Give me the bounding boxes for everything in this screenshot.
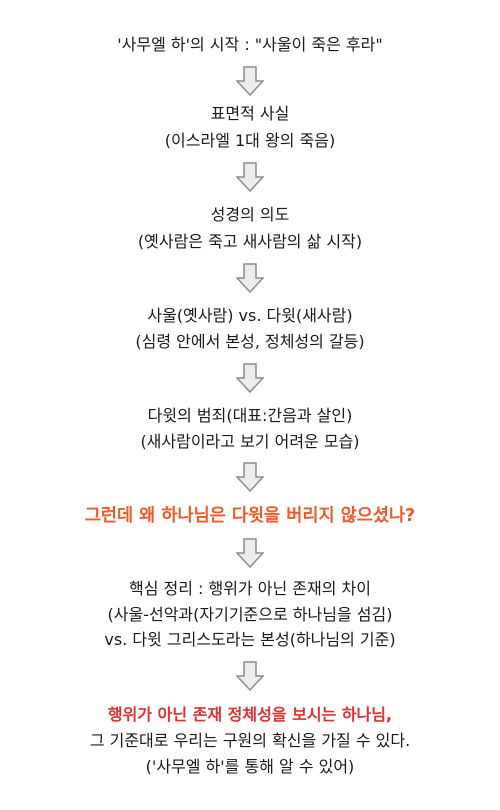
down-arrow-icon <box>236 661 264 691</box>
down-arrow-icon <box>236 538 264 568</box>
step2-title: 성경의 의도 <box>210 205 290 224</box>
conclusion-statement: 그 기준대로 우리는 구원의 확신을 가질 수 있다. <box>89 731 411 750</box>
step4-detail: (새사람이라고 보기 어려운 모습) <box>140 432 360 451</box>
down-arrow-icon <box>236 162 264 192</box>
step1-title: 표면적 사실 <box>210 104 290 123</box>
down-arrow-icon <box>236 462 264 492</box>
step4-title: 다윗의 범죄(대표:간음과 살인) <box>147 406 353 425</box>
step1-detail: (이스라엘 1대 왕의 죽음) <box>164 131 336 150</box>
down-arrow-icon <box>236 363 264 393</box>
summary-detail-1: (사울-선악과(자기기준으로 하나님을 섬김) <box>107 605 393 624</box>
key-question: 그런데 왜 하나님은 다윗을 버리지 않으셨나? <box>84 506 416 526</box>
down-arrow-icon <box>236 263 264 293</box>
step3-title: 사울(옛사람) vs. 다윗(새사람) <box>147 306 353 325</box>
step3-detail: (심령 안에서 본성, 정체성의 갈등) <box>135 332 365 351</box>
summary-detail-2: vs. 다윗 그리스도라는 본성(하나님의 기준) <box>104 630 396 649</box>
down-arrow-icon <box>236 66 264 96</box>
summary-title: 핵심 정리 : 행위가 아닌 존재의 차이 <box>129 579 371 598</box>
conclusion-emphasis: 행위가 아닌 존재 정체성을 보시는 하나님, <box>107 705 393 724</box>
step2-detail: (옛사람은 죽고 새사람의 삶 시작) <box>137 232 363 251</box>
start-title: '사무엘 하'의 시작 : "사울이 죽은 후라" <box>117 35 383 54</box>
conclusion-note: ('사무엘 하'를 통해 알 수 있어) <box>145 757 355 776</box>
